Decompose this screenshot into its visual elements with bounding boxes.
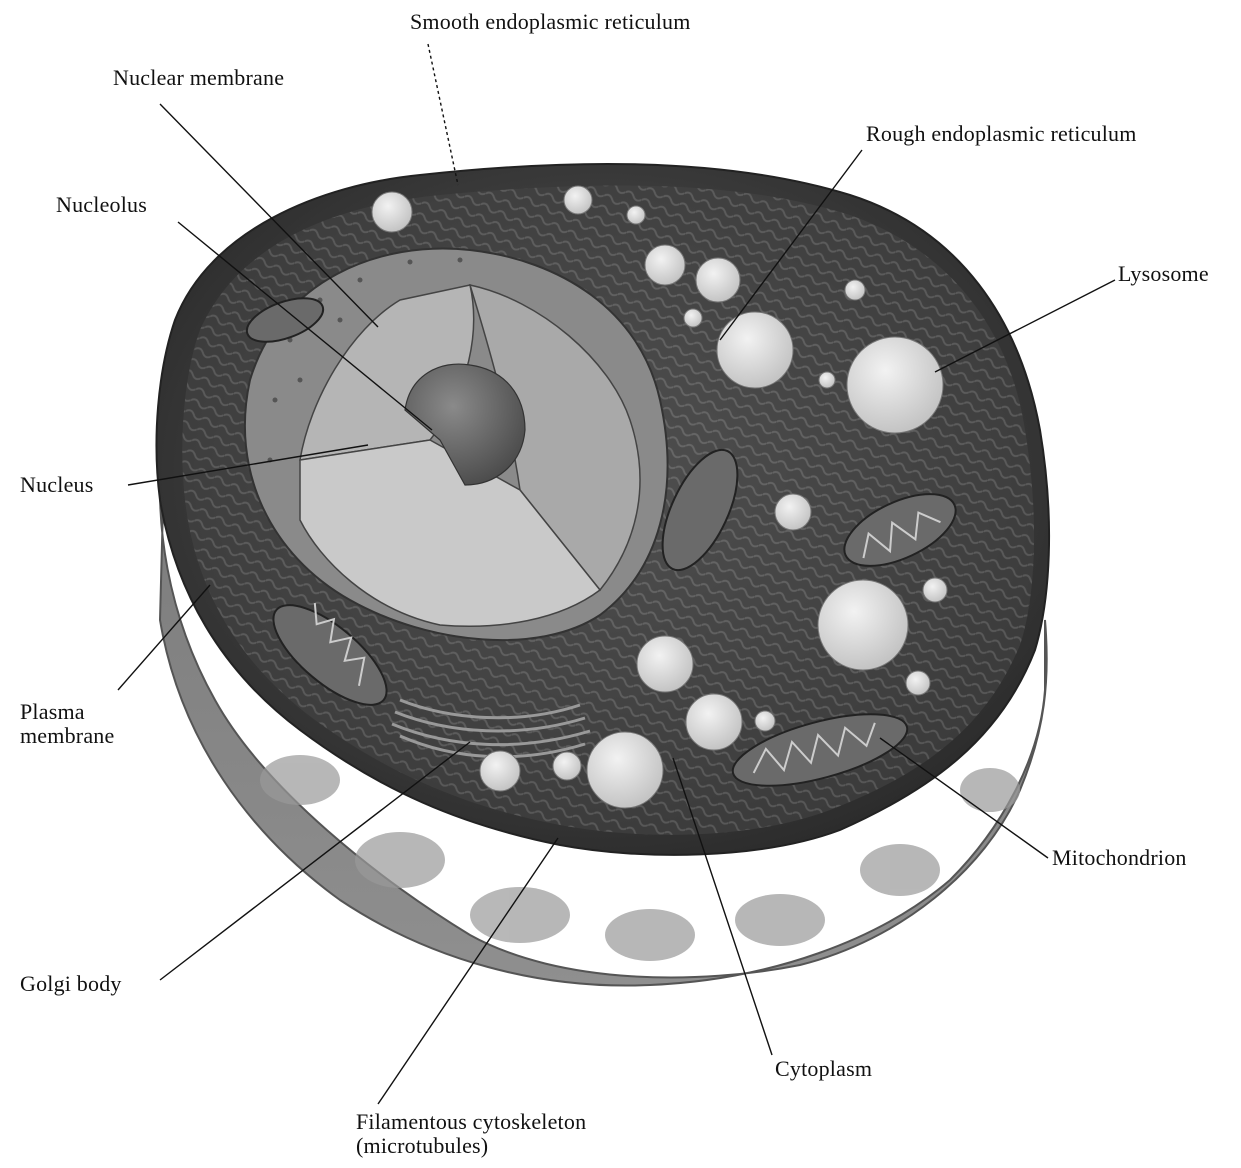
label-plasma-membrane-line-2: membrane xyxy=(20,724,114,748)
label-nucleus: Nucleus xyxy=(20,473,94,497)
leader-smooth-er xyxy=(428,44,458,185)
leader-mitochondrion xyxy=(880,738,1048,858)
label-lysosome: Lysosome xyxy=(1118,262,1209,286)
label-smooth-er: Smooth endoplasmic reticulum xyxy=(410,10,691,34)
label-cytoplasm: Cytoplasm xyxy=(775,1057,872,1081)
label-cytoskeleton: Filamentous cytoskeleton (microtubules) xyxy=(356,1110,586,1158)
label-plasma-membrane: Plasma membrane xyxy=(20,700,114,748)
label-nucleolus: Nucleolus xyxy=(56,193,147,217)
label-rough-er: Rough endoplasmic reticulum xyxy=(866,122,1137,146)
label-golgi-body: Golgi body xyxy=(20,972,122,996)
label-mitochondrion: Mitochondrion xyxy=(1052,846,1187,870)
label-cytoskeleton-line-1: Filamentous cytoskeleton xyxy=(356,1110,586,1134)
label-nuclear-membrane: Nuclear membrane xyxy=(113,66,284,90)
label-plasma-membrane-line-1: Plasma xyxy=(20,700,114,724)
label-cytoskeleton-line-2: (microtubules) xyxy=(356,1134,586,1158)
